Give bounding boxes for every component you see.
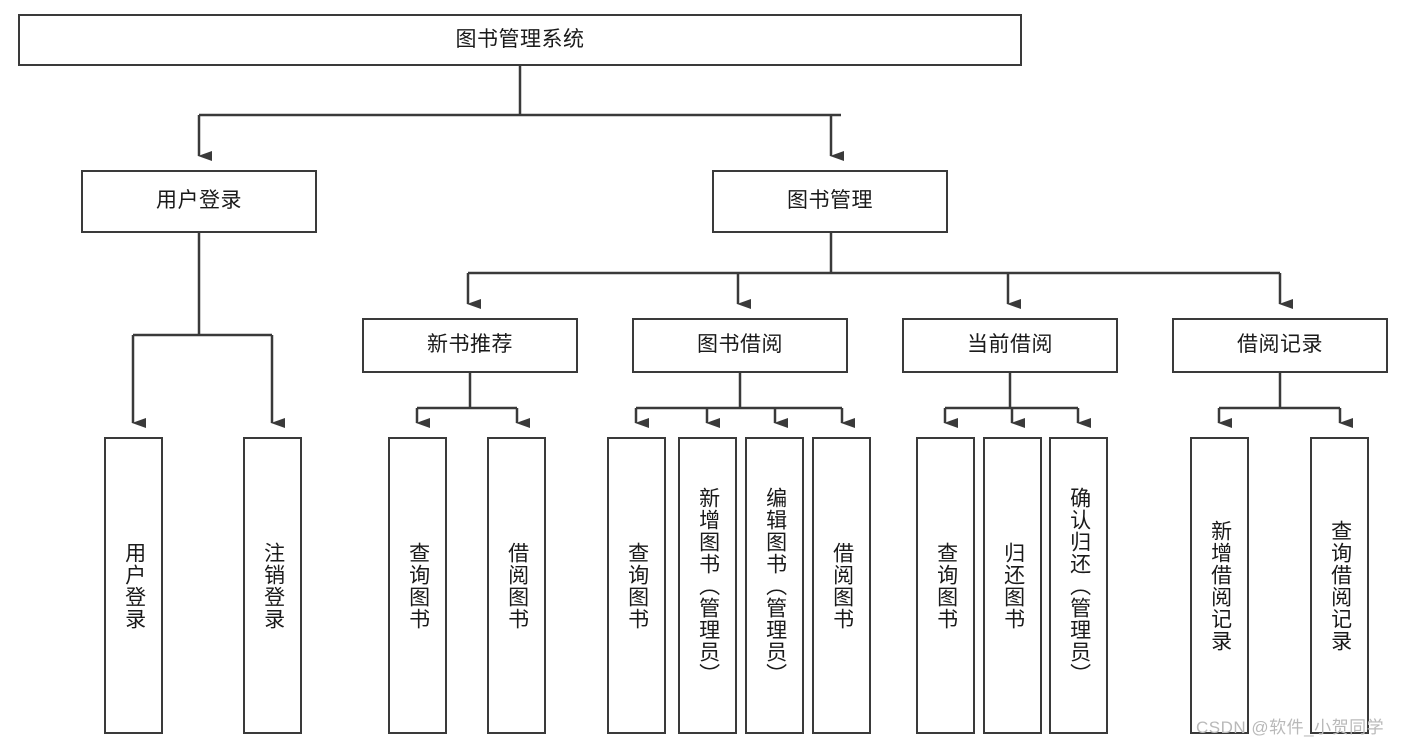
node-leaf-confirm-return[interactable]: 确认归还（管理员） (1049, 437, 1108, 734)
node-leaf-query-book-1-label: 查询图书 (406, 541, 430, 630)
node-leaf-query-book-2[interactable]: 查询图书 (607, 437, 666, 734)
node-leaf-query-record-label: 查询借阅记录 (1328, 519, 1352, 652)
node-leaf-add-record[interactable]: 新增借阅记录 (1190, 437, 1249, 734)
node-leaf-return-book[interactable]: 归还图书 (983, 437, 1042, 734)
node-leaf-confirm-return-label: 确认归还（管理员） (1067, 486, 1091, 685)
node-book-management[interactable]: 图书管理 (712, 170, 948, 233)
node-leaf-user-login-label: 用户登录 (122, 541, 146, 630)
node-book-borrow-label: 图书借阅 (697, 333, 783, 357)
node-new-book-recommend[interactable]: 新书推荐 (362, 318, 578, 373)
node-leaf-return-book-label: 归还图书 (1001, 541, 1025, 630)
node-borrow-record[interactable]: 借阅记录 (1172, 318, 1388, 373)
node-leaf-add-record-label: 新增借阅记录 (1208, 519, 1232, 652)
node-leaf-add-book-label: 新增图书（管理员） (696, 486, 720, 685)
node-leaf-borrow-book-2-label: 借阅图书 (830, 541, 854, 630)
node-leaf-user-login[interactable]: 用户登录 (104, 437, 163, 734)
node-leaf-borrow-book-1-label: 借阅图书 (505, 541, 529, 630)
node-leaf-borrow-book-1[interactable]: 借阅图书 (487, 437, 546, 734)
node-leaf-edit-book[interactable]: 编辑图书（管理员） (745, 437, 804, 734)
node-root-label: 图书管理系统 (455, 27, 585, 51)
node-leaf-query-book-2-label: 查询图书 (625, 541, 649, 630)
node-leaf-edit-book-label: 编辑图书（管理员） (763, 486, 787, 685)
node-book-management-label: 图书管理 (787, 189, 873, 213)
node-leaf-query-record[interactable]: 查询借阅记录 (1310, 437, 1369, 734)
node-leaf-logout-label: 注销登录 (261, 541, 285, 630)
csdn-watermark: CSDN @软件_小贺同学 (1196, 718, 1385, 737)
node-leaf-add-book[interactable]: 新增图书（管理员） (678, 437, 737, 734)
node-root[interactable]: 图书管理系统 (18, 14, 1022, 66)
node-leaf-query-book-1[interactable]: 查询图书 (388, 437, 447, 734)
node-leaf-logout[interactable]: 注销登录 (243, 437, 302, 734)
node-leaf-query-book-3-label: 查询图书 (934, 541, 958, 630)
node-user-login[interactable]: 用户登录 (81, 170, 317, 233)
node-borrow-record-label: 借阅记录 (1237, 333, 1323, 357)
node-user-login-label: 用户登录 (156, 189, 242, 213)
node-current-borrow[interactable]: 当前借阅 (902, 318, 1118, 373)
node-book-borrow[interactable]: 图书借阅 (632, 318, 848, 373)
node-leaf-query-book-3[interactable]: 查询图书 (916, 437, 975, 734)
node-current-borrow-label: 当前借阅 (967, 333, 1053, 357)
node-leaf-borrow-book-2[interactable]: 借阅图书 (812, 437, 871, 734)
node-new-book-recommend-label: 新书推荐 (427, 333, 513, 357)
